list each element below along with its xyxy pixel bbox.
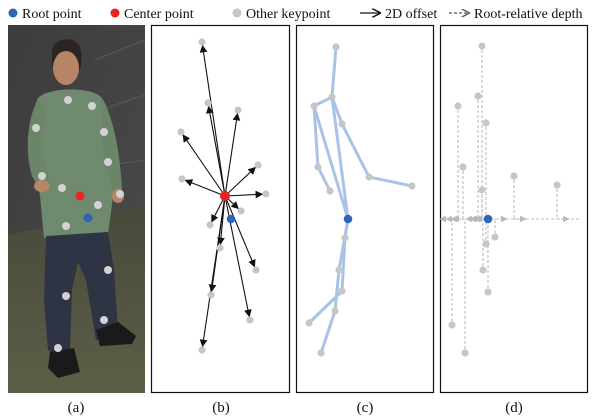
legend-keypoint-swatch xyxy=(232,8,242,18)
keypoint xyxy=(326,187,334,195)
root-point xyxy=(226,214,236,224)
center-point xyxy=(220,191,230,201)
caption-d: (d) xyxy=(505,400,523,416)
offset-arrow xyxy=(199,195,226,348)
keypoint xyxy=(482,240,490,248)
keypoint xyxy=(491,233,499,241)
offset-arrow xyxy=(182,134,226,197)
skeleton-bone xyxy=(312,104,320,169)
skeleton-bone xyxy=(333,268,341,313)
skeleton-bone xyxy=(330,45,338,99)
panel-c xyxy=(305,43,416,357)
keypoint xyxy=(262,190,270,198)
keypoint xyxy=(310,102,318,110)
keypoint xyxy=(178,175,186,183)
keypoint xyxy=(338,120,346,128)
keypoint xyxy=(314,163,322,171)
keypoint xyxy=(408,182,416,190)
root-point xyxy=(483,214,493,224)
keypoint xyxy=(484,288,492,296)
keypoint xyxy=(335,266,343,274)
panel-b xyxy=(177,38,270,354)
offset-arrow xyxy=(224,112,241,197)
keypoint xyxy=(331,307,339,315)
panel-c-frame xyxy=(295,24,435,394)
keypoint xyxy=(454,102,462,110)
legend-keypoint-label: Other keypoint xyxy=(246,7,330,22)
legend-center-swatch xyxy=(110,8,120,18)
caption-b: (b) xyxy=(212,400,230,416)
keypoint xyxy=(478,186,486,194)
keypoint xyxy=(207,291,215,299)
keypoint xyxy=(246,316,254,324)
legend: Root point Center point Other keypoint 2… xyxy=(8,7,582,22)
offset-arrow xyxy=(224,195,252,318)
legend-root-swatch xyxy=(8,8,18,18)
keypoint xyxy=(365,173,373,181)
keypoint xyxy=(482,119,490,127)
offset-arrow xyxy=(199,44,226,197)
keypoint xyxy=(237,207,245,215)
legend-center-label: Center point xyxy=(124,7,194,22)
keypoint xyxy=(204,99,212,107)
keypoint xyxy=(252,266,260,274)
offset-arrow xyxy=(206,105,226,197)
keypoint xyxy=(474,92,482,100)
photo-center-point xyxy=(75,191,85,201)
skeleton-bone xyxy=(312,104,350,221)
panel-d-frame xyxy=(439,24,589,394)
caption-c: (c) xyxy=(357,400,374,416)
keypoint xyxy=(177,128,185,136)
caption-a: (a) xyxy=(68,400,85,416)
panel-b-frame xyxy=(150,24,291,394)
offset-arrow xyxy=(224,195,256,268)
keypoint xyxy=(332,43,340,51)
offset-arrow xyxy=(224,190,264,199)
keypoint xyxy=(478,42,486,50)
skeleton-bone xyxy=(337,217,350,272)
legend-offset-label: 2D offset xyxy=(385,7,437,22)
photo-keypoints xyxy=(32,96,124,352)
offset-arrow xyxy=(224,166,256,197)
keypoint xyxy=(206,221,214,229)
root-point xyxy=(343,214,353,224)
keypoint xyxy=(459,163,467,171)
photo-root-point xyxy=(83,213,93,223)
legend-root-label: Root point xyxy=(22,7,82,22)
keypoint xyxy=(338,287,346,295)
keypoint xyxy=(510,172,518,180)
keypoint xyxy=(479,266,487,274)
keypoint xyxy=(234,106,242,114)
keypoint xyxy=(198,346,206,354)
legend-depth-label: Root-relative depth xyxy=(474,7,582,22)
keypoint xyxy=(305,319,313,327)
keypoint xyxy=(341,234,349,242)
keypoint xyxy=(328,93,336,101)
skeleton-bone xyxy=(319,309,337,355)
keypoint xyxy=(461,349,469,357)
keypoint xyxy=(448,321,456,329)
offset-arrow xyxy=(184,179,226,197)
keypoint xyxy=(317,349,325,357)
skeleton-bone xyxy=(367,175,414,188)
keypoint xyxy=(198,38,206,46)
panel-d xyxy=(439,42,580,357)
keypoint xyxy=(254,161,262,169)
keypoint xyxy=(216,244,224,252)
skeleton-bone xyxy=(330,95,350,221)
person-photo xyxy=(27,39,136,378)
skeleton-bone xyxy=(316,165,332,193)
keypoint xyxy=(553,181,561,189)
panel-a xyxy=(8,25,146,393)
skeleton-bone xyxy=(340,122,371,179)
